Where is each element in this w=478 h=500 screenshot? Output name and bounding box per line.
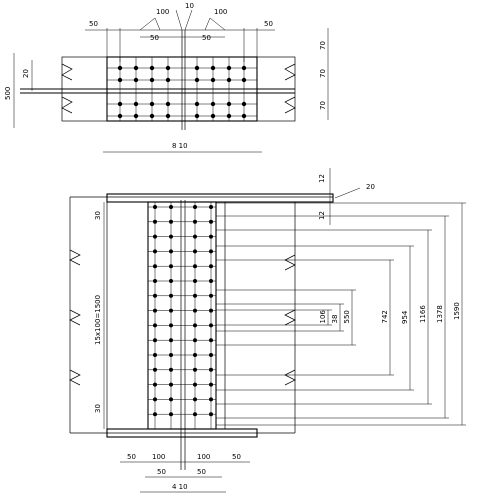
dim-ladder-label: 550 [343, 310, 351, 323]
break-line-left-bottom [61, 96, 73, 114]
dim-b2-50-left: 50 [157, 468, 166, 476]
dim-tr-12-bottom: 12 [318, 211, 326, 220]
dim-b1-100-left: 100 [152, 453, 165, 461]
leader-10 [175, 9, 183, 31]
dim-ladder-label: 1166 [419, 305, 427, 323]
dim-right-70-b: 70 [319, 69, 327, 78]
leader [204, 17, 211, 31]
flange-plate-top [106, 193, 334, 203]
dim-left-30-top: 30 [94, 211, 102, 220]
dim-ladder: 106 38 550 742 954 1166 1378 1590 [216, 202, 466, 426]
dim-bottom-8x10: 8 10 [172, 142, 188, 150]
break-line-right-3 [284, 369, 296, 386]
dim-ladder-label: 38 [331, 315, 339, 324]
top-bolt-grid [107, 57, 257, 121]
break-line-left-3 [69, 369, 81, 386]
dim-right-70-c: 70 [319, 101, 327, 110]
dim-top-10: 10 [185, 2, 194, 10]
dim-left-30-bottom: 30 [94, 404, 102, 413]
leader-10 [184, 9, 193, 31]
leader [154, 17, 161, 31]
dim-tr-20: 20 [366, 183, 375, 191]
bottom-view: 12 20 12 30 15x100=1500 30 106 38 550 742 95… [69, 168, 466, 493]
dim-top-50-left: 50 [89, 20, 98, 28]
dim-b1-100-right: 100 [197, 453, 210, 461]
leader-20 [334, 187, 361, 199]
dim-left-main: 15x100=1500 [94, 295, 102, 345]
break-line-right-1 [284, 254, 296, 271]
bottom-bolt-grid [148, 202, 216, 429]
dim-b1-50-right: 50 [232, 453, 241, 461]
dim-right-70-a: 70 [319, 41, 327, 50]
dim-tr-12-top: 12 [318, 174, 326, 183]
dim-inner-50-right: 50 [202, 34, 211, 42]
dim-b2-50-right: 50 [197, 468, 206, 476]
dim-ladder-label: 1590 [453, 302, 461, 320]
web-splice-plate [147, 201, 217, 430]
dim-ladder-label: 742 [381, 310, 389, 323]
dim-inner-50-left: 50 [150, 34, 159, 42]
break-line-left-1 [69, 249, 81, 266]
dim-bottom-4x10: 4 10 [172, 483, 188, 491]
break-line-right-2 [284, 309, 296, 326]
break-line-right-top [284, 63, 296, 81]
dim-top-100-right: 100 [214, 8, 227, 16]
dim-top-50-right: 50 [264, 20, 273, 28]
leader [209, 17, 226, 31]
dim-ladder-label: 106 [319, 310, 327, 324]
break-line-left-top [61, 63, 73, 81]
leader [139, 17, 156, 31]
dim-b1-50-left: 50 [127, 453, 136, 461]
break-line-right-bottom [284, 96, 296, 114]
dim-left-20: 20 [22, 69, 30, 78]
dim-top-100-left: 100 [156, 8, 169, 16]
dim-ladder-label: 954 [401, 310, 409, 324]
dim-ladder-label: 1378 [436, 305, 444, 323]
top-view: 50 100 10 100 50 50 50 500 20 70 70 70 8… [4, 2, 329, 153]
dim-left-500: 500 [4, 87, 12, 100]
break-line-left-2 [69, 309, 81, 326]
